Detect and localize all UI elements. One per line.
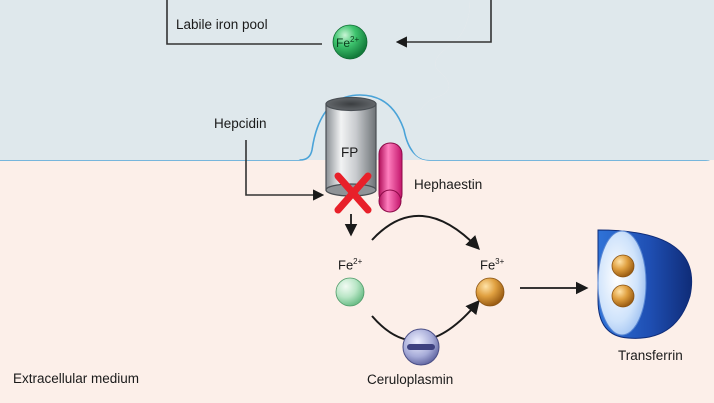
- oxidation-arrow-upper: [371, 215, 480, 251]
- ferrous-ion-charge: 2+: [353, 257, 363, 266]
- ferrous-ion-label: Fe2+: [338, 257, 362, 272]
- ferroportin-label: FP: [341, 145, 359, 160]
- ferrous-ion-base: Fe: [338, 257, 354, 273]
- cytoplasm-bulge: [0, 0, 300, 160]
- hepcidin-label: Hepcidin: [214, 116, 267, 131]
- labile-pool-return-arrow: [395, 0, 492, 48]
- hephaestin-protein: [378, 142, 403, 213]
- cytoplasm-bulge-right: [409, 0, 714, 160]
- ferric-ion-label: Fe3+: [480, 257, 504, 272]
- ferric-ion: [475, 277, 505, 307]
- ferric-ion-charge: 3+: [495, 257, 505, 266]
- transferrin-protein: [597, 229, 692, 339]
- transferrin-label: Transferrin: [618, 348, 683, 363]
- hepcidin-arrow: [245, 140, 325, 201]
- labile-pool-box: [166, 0, 322, 45]
- labile-iron-pool-label: Labile iron pool: [176, 17, 268, 32]
- ceruloplasmin-protein: [402, 328, 440, 366]
- ceruloplasmin-label: Ceruloplasmin: [367, 372, 454, 387]
- cytosolic-fe2-ion: [332, 24, 368, 60]
- extracellular-medium-label: Extracellular medium: [13, 371, 140, 386]
- ferrous-ion: [335, 277, 365, 307]
- cytosolic-fe2-base: Fe: [336, 36, 351, 50]
- ferric-ion-base: Fe: [480, 257, 496, 273]
- cytosolic-fe2-label: Fe2+: [336, 35, 359, 50]
- hephaestin-label: Hephaestin: [414, 177, 483, 192]
- inhibition-x-mark: [334, 172, 372, 214]
- cytosolic-fe2-charge: 2+: [350, 35, 360, 44]
